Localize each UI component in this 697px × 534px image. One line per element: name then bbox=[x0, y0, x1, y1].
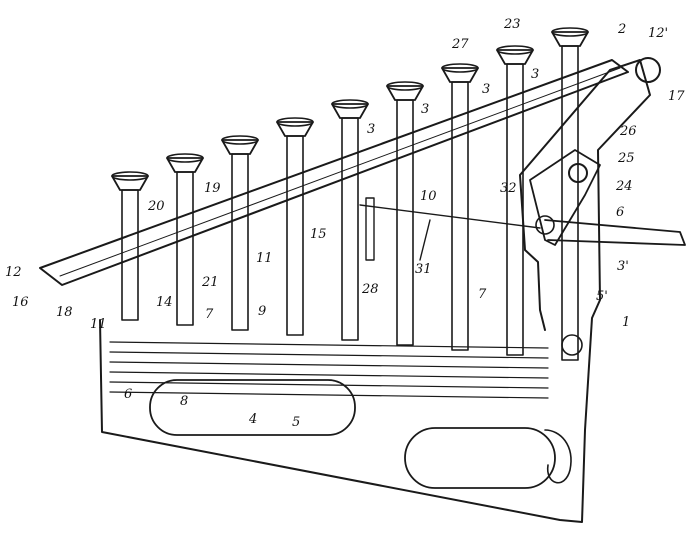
numeral-1: 1 bbox=[622, 315, 630, 330]
reference-numerals: 23 2 12' 17 27 3 3 3 3 26 25 24 6 32 10 … bbox=[5, 17, 685, 430]
key-stem bbox=[506, 63, 524, 356]
numeral-3p: 3' bbox=[617, 259, 629, 274]
cross-rod bbox=[109, 381, 549, 389]
numeral-8: 8 bbox=[180, 394, 188, 409]
numeral-4: 4 bbox=[248, 412, 257, 427]
cross-rod bbox=[109, 391, 549, 399]
key-stem bbox=[231, 153, 249, 331]
key-stem bbox=[286, 135, 304, 336]
key-stem bbox=[451, 81, 469, 351]
numeral-15: 15 bbox=[310, 227, 327, 242]
numeral-21: 21 bbox=[201, 275, 219, 290]
numeral-16: 16 bbox=[12, 295, 29, 310]
numeral-3a: 3 bbox=[531, 67, 539, 82]
numeral-27: 27 bbox=[451, 37, 469, 52]
numeral-31: 31 bbox=[415, 262, 432, 277]
numeral-25: 25 bbox=[617, 151, 635, 166]
key-cap bbox=[111, 175, 149, 191]
pivot-lower bbox=[561, 334, 583, 356]
numeral-7a: 7 bbox=[478, 287, 487, 302]
key-cap-rim bbox=[441, 63, 479, 73]
numeral-3b: 3 bbox=[482, 82, 490, 97]
key-cap bbox=[276, 121, 314, 137]
lever-arm bbox=[544, 219, 686, 246]
numeral-20: 20 bbox=[147, 199, 165, 214]
key-cap bbox=[386, 85, 424, 101]
pivot-6 bbox=[535, 215, 555, 235]
spring-28 bbox=[365, 197, 375, 261]
inclined-bar-edge bbox=[59, 67, 621, 277]
numeral-10: 10 bbox=[420, 189, 437, 204]
key-stem bbox=[121, 189, 139, 321]
key-cap bbox=[166, 157, 204, 173]
lower-slot-left bbox=[149, 379, 356, 436]
numeral-12: 12 bbox=[5, 265, 22, 280]
numeral-3d: 3 bbox=[367, 122, 375, 137]
key-cap bbox=[221, 139, 259, 155]
cross-rod bbox=[109, 341, 549, 349]
key-cap-rim bbox=[496, 45, 534, 55]
key-cap-rim bbox=[276, 117, 314, 127]
numeral-28: 28 bbox=[361, 282, 379, 297]
numeral-11a: 11 bbox=[256, 251, 273, 266]
key-cap-rim bbox=[166, 153, 204, 163]
key-stem bbox=[176, 171, 194, 326]
numeral-32: 32 bbox=[500, 181, 517, 196]
numeral-6b: 6 bbox=[124, 387, 132, 402]
numeral-5p: 5' bbox=[596, 289, 608, 304]
key-cap-rim bbox=[331, 99, 369, 109]
key-cap-rim bbox=[551, 27, 589, 37]
lower-slot-right bbox=[404, 427, 556, 489]
key-cap bbox=[441, 67, 479, 83]
link-31 bbox=[359, 204, 541, 261]
numeral-24: 24 bbox=[615, 179, 633, 194]
numeral-14: 14 bbox=[156, 295, 173, 310]
inclined-bar bbox=[39, 59, 629, 286]
key-cap bbox=[551, 31, 589, 47]
pivot-25 bbox=[568, 163, 588, 183]
pivot-17 bbox=[635, 57, 661, 83]
cross-rod bbox=[109, 361, 549, 369]
cross-rod bbox=[109, 351, 549, 359]
key-cap bbox=[496, 49, 534, 65]
numeral-12p: 12' bbox=[648, 26, 668, 41]
numeral-26: 26 bbox=[619, 124, 637, 139]
key-cap-rim bbox=[111, 171, 149, 181]
lower-hook bbox=[544, 429, 572, 484]
key-cap-rim bbox=[221, 135, 259, 145]
numeral-17: 17 bbox=[668, 89, 685, 104]
numeral-7b: 7 bbox=[205, 307, 214, 322]
numeral-19: 19 bbox=[204, 181, 221, 196]
numeral-3c: 3 bbox=[421, 102, 429, 117]
cross-rod bbox=[109, 371, 549, 379]
numeral-6a: 6 bbox=[616, 205, 624, 220]
frame-plate bbox=[99, 59, 651, 523]
numeral-11b: 11 bbox=[90, 317, 107, 332]
key-cap-rim bbox=[386, 81, 424, 91]
bell-crank bbox=[529, 149, 601, 246]
numeral-2: 2 bbox=[617, 22, 626, 37]
numeral-9: 9 bbox=[258, 304, 266, 319]
cross-rod-group bbox=[109, 341, 549, 399]
numeral-23: 23 bbox=[503, 17, 521, 32]
key-cap bbox=[331, 103, 369, 119]
key-stem bbox=[341, 117, 359, 341]
numeral-5: 5 bbox=[292, 415, 300, 430]
key-group bbox=[111, 27, 589, 361]
numeral-18: 18 bbox=[56, 305, 73, 320]
